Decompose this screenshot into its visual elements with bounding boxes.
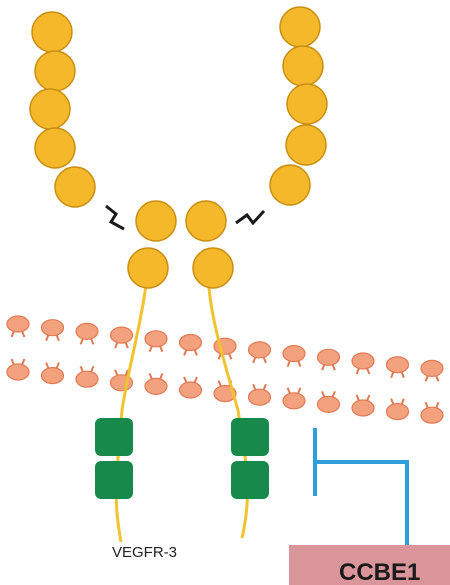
receptor-label: VEGFR-3: [112, 544, 178, 561]
lipid-molecule-icon: [75, 365, 99, 388]
lipid-molecule-icon: [247, 383, 272, 406]
ig-domain-circle-icon: [192, 247, 234, 289]
lipid-molecule-icon: [420, 359, 444, 382]
ig-domain-circle-icon: [34, 50, 76, 92]
lipid-molecule-icon: [247, 341, 272, 364]
lipid-molecule-icon: [316, 348, 341, 371]
ig-domain-circle-icon: [269, 164, 311, 206]
lipid-molecule-icon: [385, 398, 410, 421]
right-kinase-lower: [231, 461, 269, 499]
ig-domain-circle-icon: [282, 45, 324, 87]
kinase-domains: [95, 418, 269, 499]
lipid-molecule-icon: [282, 387, 306, 410]
right-tether: [207, 287, 250, 539]
inhibition-t-bar-icon: [313, 428, 409, 548]
right-linker: [235, 209, 266, 226]
lipid-molecule-icon: [178, 376, 203, 399]
lipid-molecule-icon: [6, 315, 30, 338]
receptor-tethers: [114, 284, 250, 543]
linker-zigzag-icon: [105, 204, 266, 231]
vegfr3-diagram: [6, 6, 444, 548]
left-kinase-upper: [95, 418, 133, 456]
ig-domain-circle-icon: [279, 6, 321, 48]
lipid-molecule-icon: [213, 337, 237, 360]
ig-domain-circle-icon: [31, 11, 73, 53]
lipid-molecule-icon: [282, 345, 306, 367]
left-kinase-lower: [95, 461, 133, 499]
lipid-molecule-icon: [40, 362, 65, 385]
lipid-molecule-icon: [351, 394, 375, 417]
ig-domain-circle-icon: [29, 88, 71, 130]
lipid-molecule-icon: [420, 401, 444, 424]
ig-domain-circle-icon: [135, 200, 177, 242]
lipid-molecule-icon: [351, 352, 375, 375]
lipid-molecule-icon: [385, 356, 410, 379]
lipid-molecule-icon: [40, 319, 65, 342]
right-kinase-upper: [231, 418, 269, 456]
membrane-bottom-leaflet: [6, 358, 444, 424]
lipid-molecule-icon: [144, 373, 168, 395]
lipid-molecule-icon: [178, 333, 203, 356]
ig-domain-circle-icon: [185, 200, 227, 242]
ig-domain-circle-icon: [127, 247, 169, 289]
ig-domain-circle-icon: [54, 166, 96, 208]
left-tether: [114, 284, 148, 543]
ccbe1-label: CCBE1: [339, 559, 421, 585]
lipid-molecule-icon: [109, 326, 134, 349]
lipid-molecule-icon: [316, 391, 341, 413]
left-linker: [105, 204, 125, 231]
ig-domains: [29, 6, 328, 289]
ig-domain-circle-icon: [34, 127, 76, 169]
lipid-molecule-icon: [6, 358, 30, 381]
ig-domain-circle-icon: [286, 83, 328, 125]
membrane-top-leaflet: [6, 315, 444, 382]
lipid-molecule-icon: [144, 330, 168, 353]
lipid-molecule-icon: [75, 322, 99, 345]
ccbe1-box: CCBE1: [289, 545, 450, 585]
ig-domain-circle-icon: [285, 124, 327, 166]
